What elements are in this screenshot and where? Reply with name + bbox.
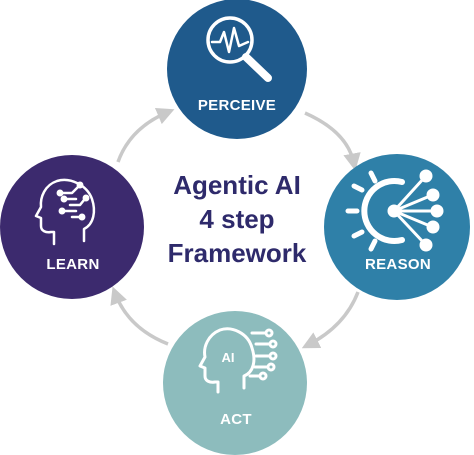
learn-circle <box>0 155 144 299</box>
arrow-act-to-learn <box>110 286 169 346</box>
act-label: ACT <box>220 411 252 428</box>
perceive-label: PERCEIVE <box>198 97 276 114</box>
arrow-perceive-to-reason <box>304 111 361 171</box>
step-perceive: PERCEIVE <box>167 0 307 139</box>
arrow-reason-to-act <box>301 291 360 349</box>
reason-label: REASON <box>365 256 431 273</box>
gear-network-icon <box>345 169 444 252</box>
title-line-1: Agentic AI <box>173 170 301 200</box>
title-line-3: Framework <box>168 238 307 268</box>
brain-head-icon <box>34 178 96 246</box>
arrow-learn-to-perceive <box>116 108 175 163</box>
center-title: Agentic AI 4 step Framework <box>168 170 307 268</box>
step-act: AI ACT <box>163 311 307 455</box>
act-circle <box>163 311 307 455</box>
learn-label: LEARN <box>46 256 99 273</box>
step-reason: REASON <box>324 154 470 300</box>
perceive-circle <box>167 0 307 139</box>
ai-head-circuit-icon <box>198 327 278 394</box>
magnifier-pulse-icon <box>206 16 272 82</box>
step-learn: LEARN <box>0 155 144 299</box>
reason-circle <box>324 154 470 300</box>
act-icon-ai-text: AI <box>222 350 235 365</box>
title-line-2: 4 step <box>199 204 274 234</box>
